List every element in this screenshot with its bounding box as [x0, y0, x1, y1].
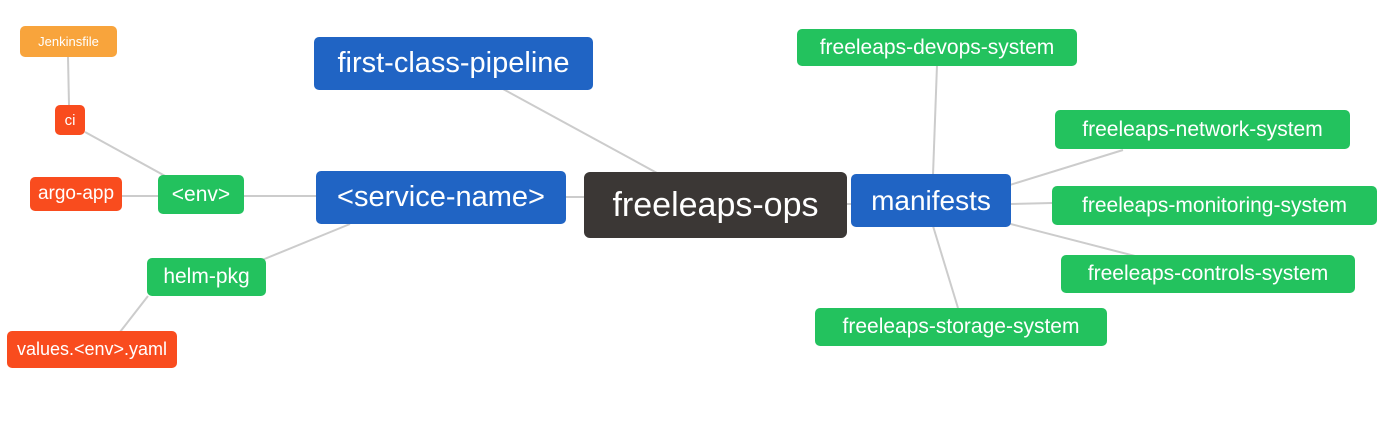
edge-devops-manifests [932, 64, 938, 176]
node-freeleaps-monitoring-system[interactable]: freeleaps-monitoring-system [1052, 186, 1377, 225]
edge-helm-pkg-service-name [261, 223, 351, 261]
node-values-env-yaml[interactable]: values.<env>.yaml [7, 331, 177, 368]
node-freeleaps-storage-system[interactable]: freeleaps-storage-system [815, 308, 1107, 346]
node-ci[interactable]: ci [55, 105, 85, 135]
node-helm-pkg[interactable]: helm-pkg [147, 258, 266, 296]
node-service-name[interactable]: <service-name> [316, 171, 566, 224]
node-freeleaps-devops-system[interactable]: freeleaps-devops-system [797, 29, 1077, 66]
node-manifests[interactable]: manifests [851, 174, 1011, 227]
edge-pipeline-ops [502, 88, 658, 174]
edge-monitoring-manifests [1009, 202, 1053, 205]
node-first-class-pipeline[interactable]: first-class-pipeline [314, 37, 593, 90]
edge-network-manifests [999, 149, 1124, 189]
node-jenkinsfile[interactable]: Jenkinsfile [20, 26, 117, 57]
node-freeleaps-ops-root[interactable]: freeleaps-ops [584, 172, 847, 238]
node-env[interactable]: <env> [158, 175, 244, 214]
node-freeleaps-controls-system[interactable]: freeleaps-controls-system [1061, 255, 1355, 293]
edge-jenkinsfile-ci [67, 56, 70, 106]
edge-controls-manifests [1002, 221, 1136, 257]
edge-values-helm-pkg [119, 295, 149, 333]
node-argo-app[interactable]: argo-app [30, 177, 122, 211]
edge-storage-manifests [932, 225, 959, 309]
edge-ci-env [84, 131, 168, 178]
node-freeleaps-network-system[interactable]: freeleaps-network-system [1055, 110, 1350, 149]
